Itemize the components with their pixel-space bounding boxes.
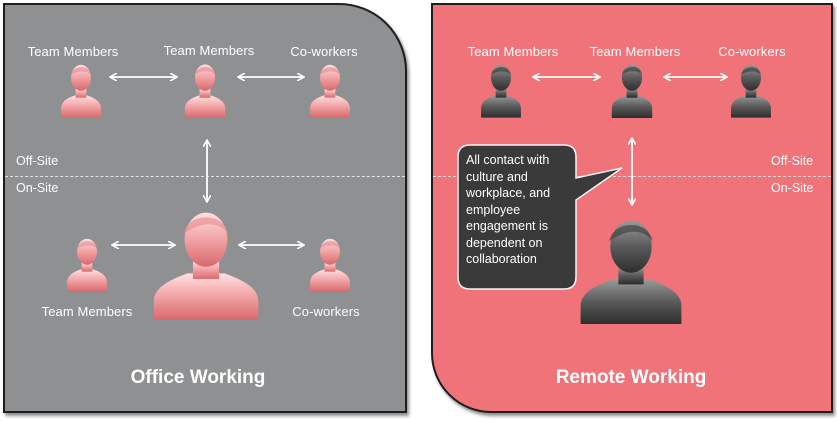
remote-top-right-label: Co-workers: [718, 44, 786, 59]
remote-on-site-label: On-Site: [771, 181, 814, 195]
remote-working-title: Remote Working: [555, 367, 707, 388]
central-person-icon: [153, 212, 259, 320]
co-worker-person-icon: [310, 238, 350, 292]
remote-worker-person-icon: [580, 220, 682, 324]
remote-top-center-label: Team Members: [589, 44, 681, 59]
team-member-person-icon: [61, 64, 101, 118]
co-worker-person-icon: [731, 64, 771, 118]
office-on-site-label: On-Site: [16, 181, 59, 195]
office-bottom-right-label: Co-workers: [292, 304, 360, 319]
co-worker-person-icon: [310, 64, 350, 118]
office-top-left-label: Team Members: [27, 44, 119, 59]
office-working-title: Office Working: [130, 367, 266, 388]
team-member-person-icon: [184, 64, 226, 118]
remote-off-site-label: Off-Site: [771, 154, 814, 168]
remote-top-left-label: Team Members: [467, 44, 559, 59]
team-member-person-icon: [481, 64, 521, 118]
office-top-right-label: Co-workers: [290, 44, 358, 59]
office-bottom-left-label: Team Members: [41, 304, 133, 319]
office-top-center-label: Team Members: [163, 43, 255, 58]
callout-text: All contact with culture and workplace, …: [466, 153, 551, 266]
team-member-person-icon: [67, 238, 107, 292]
team-member-person-icon: [611, 64, 653, 118]
office-off-site-label: Off-Site: [16, 154, 59, 168]
